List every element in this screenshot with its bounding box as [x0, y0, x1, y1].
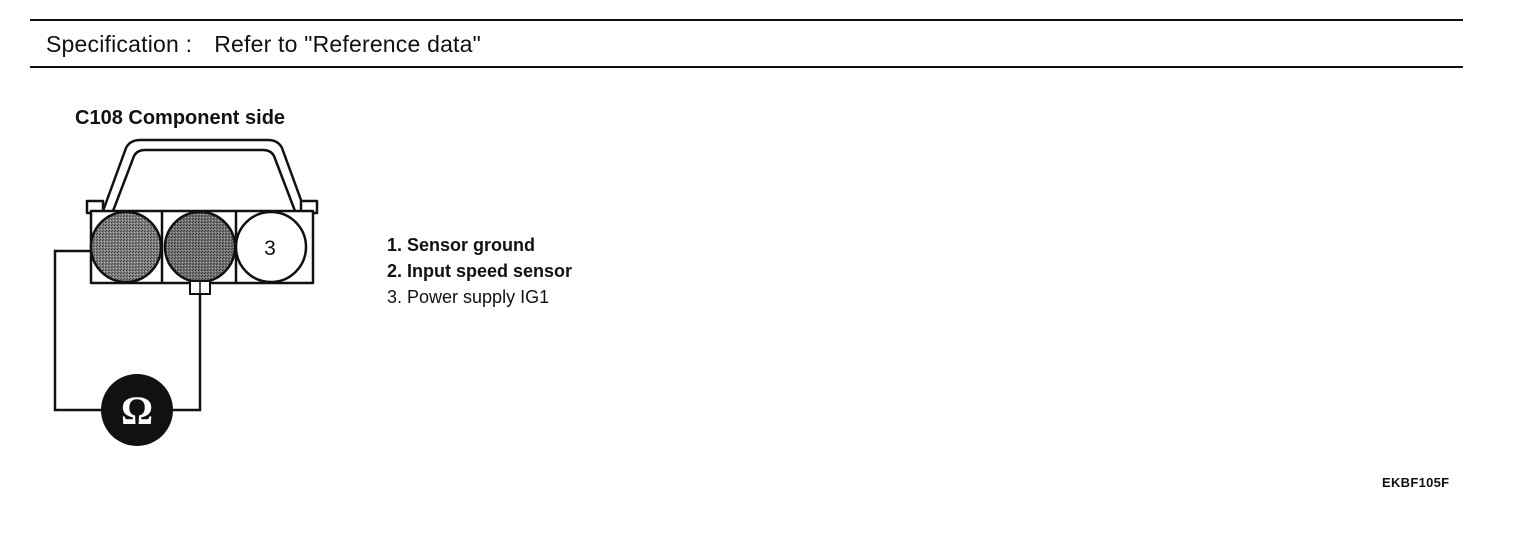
pin-1-terminal — [89, 210, 163, 284]
locking-latch-outer — [101, 138, 307, 212]
specification-label: Specification : — [46, 31, 193, 57]
top-rule — [30, 19, 1463, 21]
legend-item-pin-1: 1. Sensor ground — [387, 235, 536, 255]
ohmmeter — [101, 374, 173, 446]
ground-lead-wire — [53, 249, 103, 412]
legend-item-pin-2: 2. Input speed sensor — [387, 261, 573, 281]
pin-legend: 1. Sensor ground 2. Input speed sensor 3… — [387, 232, 572, 310]
meter-wiring — [53, 249, 202, 412]
figure-code: EKBF105F — [1382, 475, 1450, 490]
signal-lead-wire — [171, 294, 202, 412]
pin-3-label: 3 — [264, 237, 276, 260]
specification-line: Specification : Refer to "Reference data" — [46, 31, 481, 58]
bottom-rule — [30, 66, 1463, 68]
ohm-symbol: Ω — [121, 388, 153, 433]
specification-value: Refer to "Reference data" — [214, 31, 482, 57]
pin-2-terminal — [163, 210, 237, 284]
pin-3-terminal — [234, 210, 308, 284]
legend-item-pin-3: 3. Power supply IG1 — [387, 287, 550, 307]
connector-title: C108 Component side — [75, 107, 286, 129]
locking-latch-inner — [111, 148, 297, 212]
